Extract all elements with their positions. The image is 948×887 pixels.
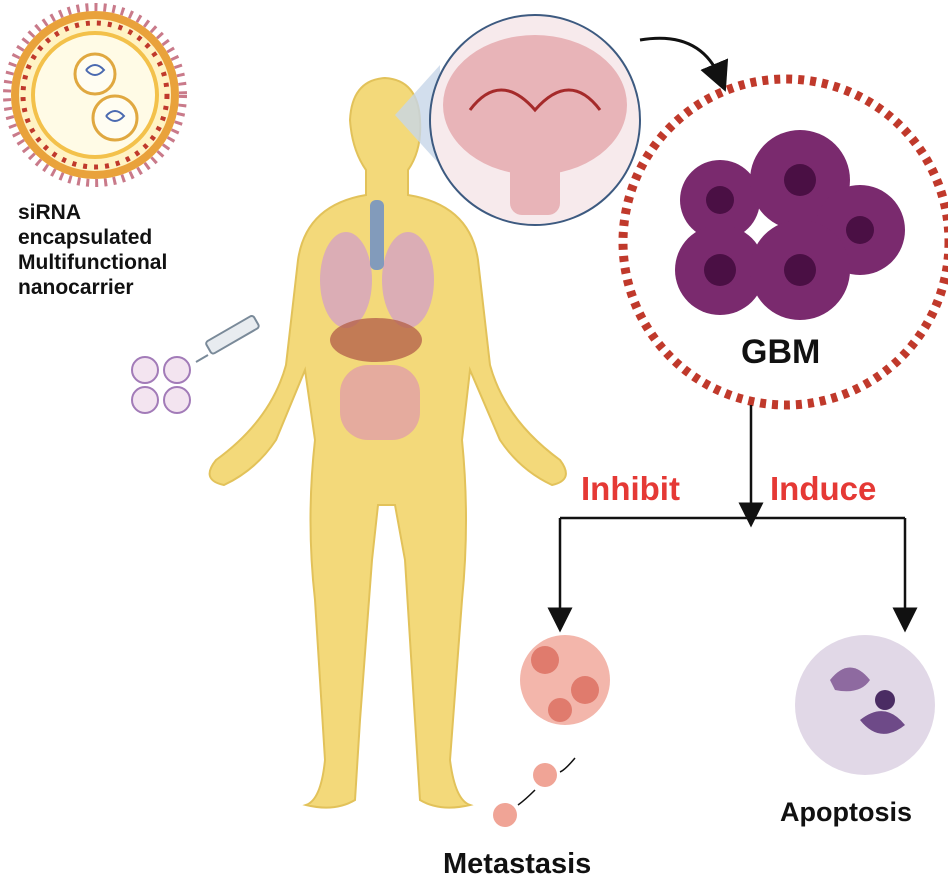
nanocarrier-label: siRNA encapsulated Multifunctional nanoc… — [18, 200, 167, 300]
apoptosis-cells-icon — [795, 635, 935, 775]
metastasis-cluster-icon — [493, 635, 610, 827]
nanocarrier-label-line1: siRNA — [18, 201, 82, 224]
induce-label: Induce — [770, 470, 877, 507]
nanocarrier-label-line4: nanocarrier — [18, 276, 134, 299]
syringe-icon — [195, 315, 260, 363]
nanocarrier-label-line3: Multifunctional — [18, 251, 168, 274]
brain-section-icon — [395, 14, 641, 226]
nanocarrier-label-line2: encapsulated — [18, 226, 153, 249]
nanocarrier-icon — [3, 3, 187, 187]
small-nanocarriers-icon — [131, 356, 191, 414]
human-body-icon — [208, 76, 567, 809]
gbm-tumor-icon — [618, 74, 948, 410]
flow-arrows — [547, 405, 918, 633]
apoptosis-label: Apoptosis — [780, 797, 912, 827]
inhibit-label: Inhibit — [581, 470, 680, 507]
gbm-label: GBM — [741, 333, 821, 371]
metastasis-label: Metastasis — [443, 848, 592, 880]
